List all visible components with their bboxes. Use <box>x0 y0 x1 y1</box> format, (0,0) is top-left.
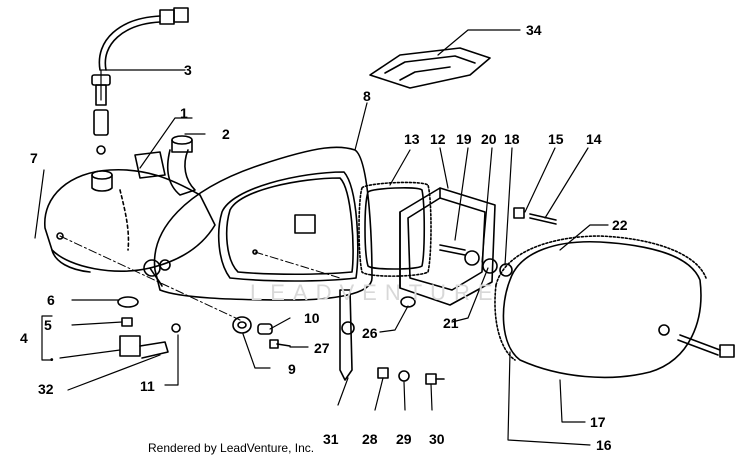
callout-9: 9 <box>288 361 296 377</box>
gasket-13 <box>358 181 432 277</box>
washer-20 <box>464 250 480 266</box>
callout-11: 11 <box>140 378 155 394</box>
callout-27: 27 <box>314 340 330 356</box>
callout-13: 13 <box>404 131 420 147</box>
watermark: LEADVENTURE <box>250 280 501 305</box>
cover-bolt <box>677 334 735 358</box>
grommet-parts <box>232 316 291 349</box>
callout-34: 34 <box>526 22 542 38</box>
credit-text: Rendered by LeadVenture, Inc. <box>148 441 315 455</box>
callout-14: 14 <box>586 131 602 147</box>
callout-31: 31 <box>323 431 339 447</box>
callout-22: 22 <box>612 217 628 233</box>
callout-5: 5 <box>44 317 52 333</box>
callout-4: 4 <box>20 330 28 346</box>
washer-18 <box>499 263 513 277</box>
fuel-tap-parts <box>117 296 181 359</box>
callout-20: 20 <box>481 131 497 147</box>
callout-labels: 1 2 3 4 5 6 7 8 9 10 11 12 13 14 15 16 1… <box>20 22 628 453</box>
callout-3: 3 <box>184 62 192 78</box>
callout-30: 30 <box>429 431 445 447</box>
side-cover <box>143 146 373 301</box>
filler-neck <box>91 135 196 196</box>
fuel-hose-sender <box>91 7 189 155</box>
callout-10: 10 <box>304 310 320 326</box>
callout-26: 26 <box>362 325 378 341</box>
callout-8: 8 <box>363 88 371 104</box>
washer-21 <box>482 258 498 274</box>
callout-16: 16 <box>596 437 612 453</box>
washer-29 <box>398 370 410 382</box>
callout-21: 21 <box>443 315 459 331</box>
callout-17: 17 <box>590 414 606 430</box>
strap-31 <box>339 289 355 381</box>
callout-18: 18 <box>504 131 520 147</box>
assembly-line <box>59 235 241 321</box>
callout-32: 32 <box>38 381 54 397</box>
callout-28: 28 <box>362 431 378 447</box>
part-28 <box>377 367 389 379</box>
bolt-15 <box>513 207 557 225</box>
air-filter-box <box>399 187 496 306</box>
callout-15: 15 <box>548 131 564 147</box>
callout-19: 19 <box>456 131 472 147</box>
callout-6: 6 <box>47 292 55 308</box>
bolt-19 <box>439 244 466 256</box>
fuel-tank <box>44 151 216 287</box>
screw-30 <box>425 373 445 385</box>
callout-7: 7 <box>30 150 38 166</box>
callout-12: 12 <box>430 131 446 147</box>
callout-1: 1 <box>180 105 188 121</box>
callout-2: 2 <box>222 126 230 142</box>
outer-cover <box>494 235 707 379</box>
callout-29: 29 <box>396 431 412 447</box>
bracket-dot: • <box>50 355 54 366</box>
assembly-line-2 <box>254 251 341 279</box>
leader-lines <box>34 29 609 446</box>
duct-34 <box>369 47 491 89</box>
